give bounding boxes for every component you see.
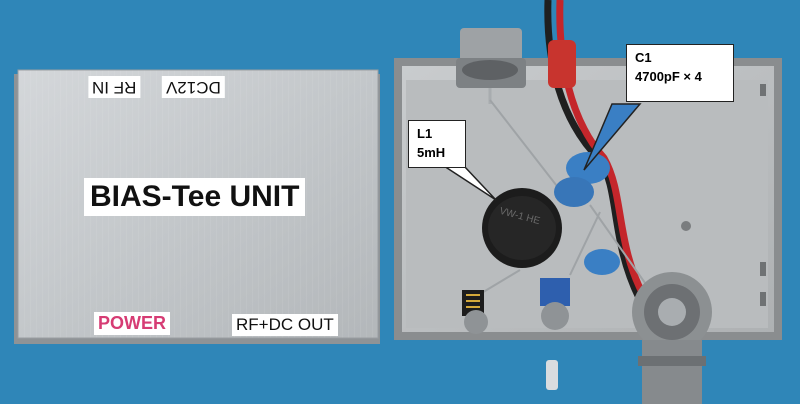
l1-name: L1 bbox=[417, 126, 433, 141]
rf-in-connector bbox=[456, 28, 526, 104]
c1-callout: C1 4700pF × 4 bbox=[626, 44, 734, 102]
l1-callout: L1 5mH bbox=[408, 120, 466, 168]
c1-name: C1 bbox=[635, 50, 652, 65]
metal-tray bbox=[394, 58, 782, 340]
power-label: POWER bbox=[94, 312, 171, 335]
rf-in-label: RF IN bbox=[88, 76, 141, 98]
small-components bbox=[462, 278, 570, 334]
tray-tab bbox=[546, 360, 558, 390]
l1-value: 5mH bbox=[417, 145, 446, 160]
rf-dc-out-label: RF+DC OUT bbox=[232, 314, 338, 336]
dc12v-label: DC12V bbox=[162, 76, 225, 98]
c1-value: 4700pF × 4 bbox=[635, 69, 702, 84]
inductor-l1: VW-1 HE bbox=[482, 188, 562, 268]
c1-callout-pointer bbox=[583, 103, 642, 171]
rf-dc-out-connector bbox=[632, 272, 712, 404]
capacitor-c1 bbox=[554, 152, 620, 275]
lid-title: BIAS-Tee UNIT bbox=[84, 178, 306, 216]
